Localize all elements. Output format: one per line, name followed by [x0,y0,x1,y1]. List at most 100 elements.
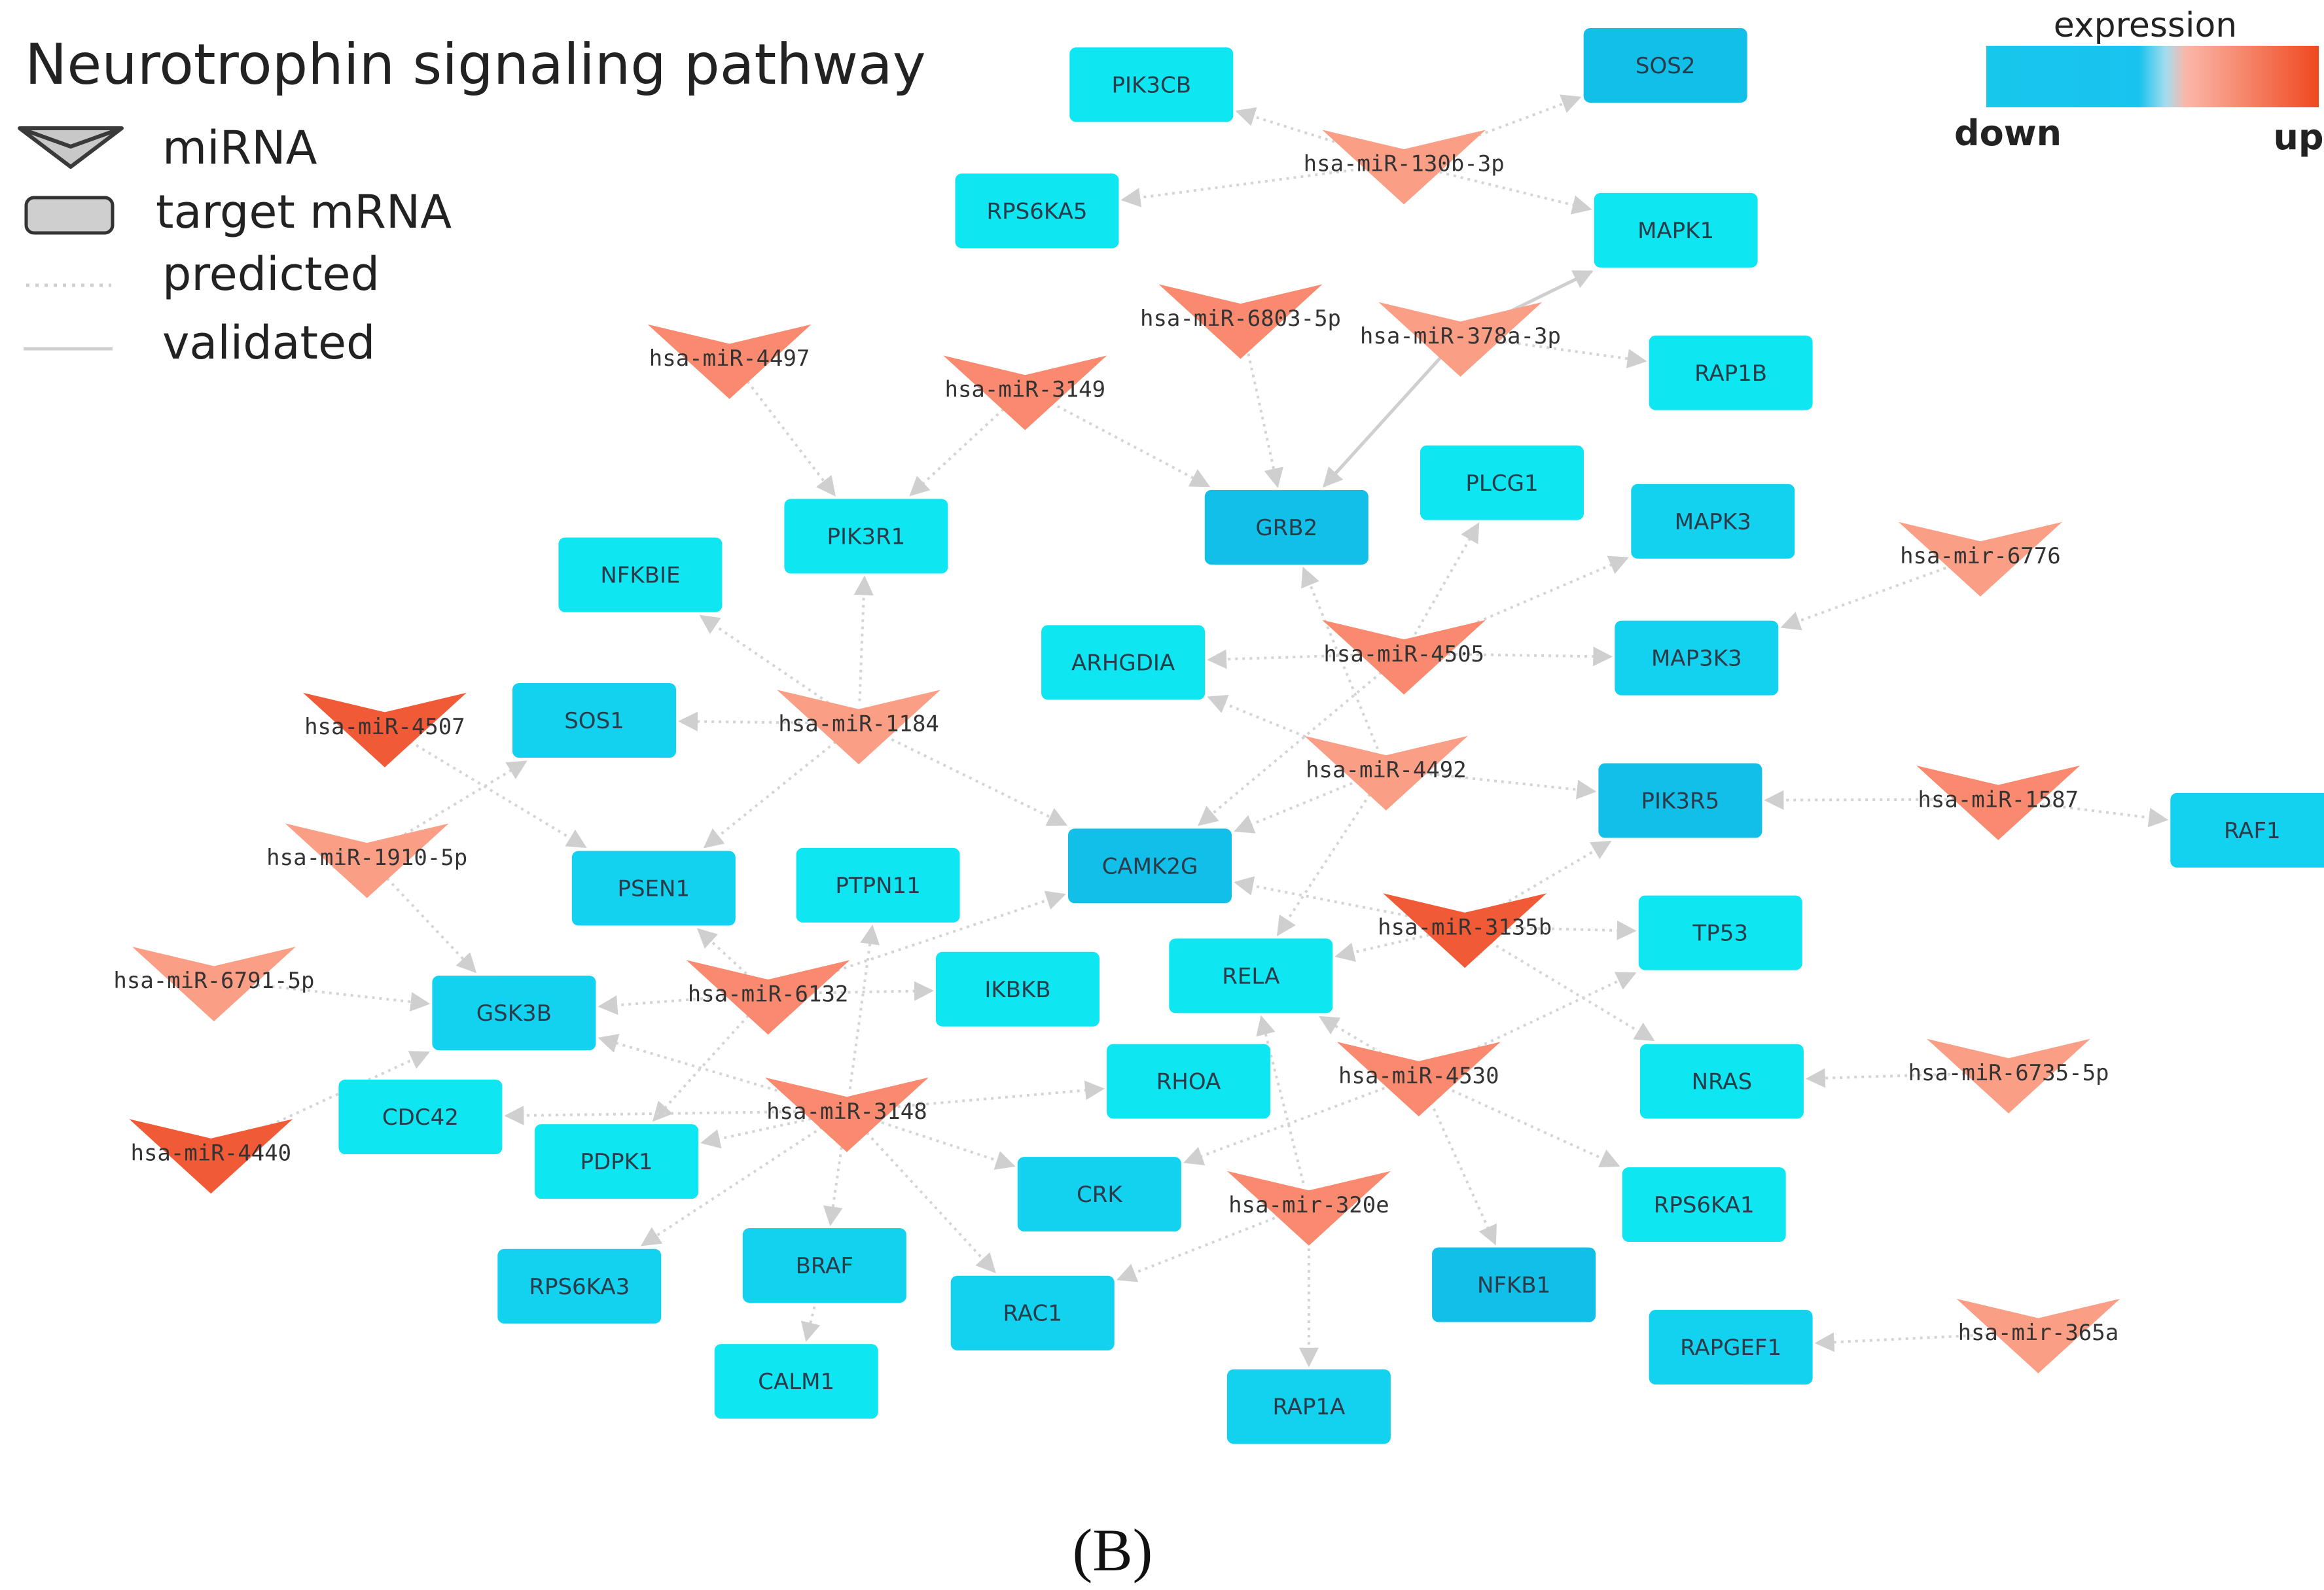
edge-miR4497-PIK3R1 [742,374,836,497]
mrna-node-crk[interactable]: CRK [1017,1157,1181,1232]
mrna-node-camk2g[interactable]: CAMK2G [1068,828,1232,904]
expression-gradient-bar [1986,46,2319,107]
edge-miR4492-PIK3R5 [1408,770,1597,800]
mrna-node-rapgef1[interactable]: RAPGEF1 [1649,1309,1813,1385]
mirna-node-mir3148[interactable]: hsa-miR-3148 [764,1077,929,1152]
mrna-node-sos2[interactable]: SOS2 [1583,27,1747,103]
edge-miR4492-RELA [1276,787,1375,936]
mrna-node-braf[interactable]: BRAF [742,1228,906,1303]
mrna-node-rac1[interactable]: RAC1 [950,1275,1115,1351]
mrna-label: PIK3CB [1112,72,1192,98]
mirna-chevron-icon [1898,521,2062,597]
mrna-label: CAMK2G [1102,853,1198,879]
mrna-box [1068,828,1232,904]
mirna-node-mir6132[interactable]: hsa-miR-6132 [686,960,850,1035]
mrna-label: TP53 [1692,921,1748,947]
mrna-label: PSEN1 [617,876,690,902]
mrna-box [1638,895,1802,970]
mirna-node-mir4497[interactable]: hsa-miR-4497 [647,324,812,399]
mirna-node-mir6776[interactable]: hsa-mir-6776 [1898,521,2062,597]
mirna-node-mir320e[interactable]: hsa-mir-320e [1226,1171,1391,1246]
mirna-label: hsa-miR-6803-5p [1140,306,1341,332]
mrna-box [1639,1044,1804,1119]
mrna-box [1041,625,1206,700]
mirna-node-mir1910[interactable]: hsa-miR-1910-5p [266,823,467,898]
mrna-node-rps6ka5[interactable]: RPS6KA5 [955,173,1119,249]
mrna-node-calm1[interactable]: CALM1 [714,1344,878,1419]
mirna-node-mir4507[interactable]: hsa-miR-4507 [302,692,467,768]
mrna-box [338,1080,503,1154]
mrna-node-rps6ka3[interactable]: RPS6KA3 [497,1248,662,1324]
legend-validated-label: validated [162,316,376,370]
edge-miR6803-GRB2 [1243,339,1283,488]
mirna-node-mir4492[interactable]: hsa-miR-4492 [1304,735,1468,811]
edge-miR6735-NRAS [1805,1068,1987,1088]
mrna-node-pik3r5[interactable]: PIK3R5 [1598,763,1762,838]
edge-miR3148-RPS6KA3 [640,1122,829,1246]
mirna-node-mir4505[interactable]: hsa-miR-4505 [1322,620,1486,695]
mrna-node-sos1[interactable]: SOS1 [512,683,676,758]
panel-label: (B) [1073,1517,1153,1583]
mrna-node-cdc42[interactable]: CDC42 [338,1080,503,1154]
edge-miR378a-GRB2 [1322,351,1447,488]
edge-mir320e-RAC1 [1116,1211,1289,1282]
mirna-node-mir130b[interactable]: hsa-miR-130b-3p [1304,130,1505,205]
edge-miR3148-PTPN11 [848,924,880,1089]
mrna-label: RAC1 [1003,1301,1062,1327]
edge-miR4505-CAMK2G [1197,667,1388,826]
mirna-chevron-icon [1226,1171,1391,1246]
mrna-box [1622,1167,1786,1242]
mrna-label: SOS1 [564,708,624,734]
mirna-node-mir1184[interactable]: hsa-miR-1184 [777,690,941,765]
mirna-node-mir4440[interactable]: hsa-miR-4440 [129,1119,293,1194]
mrna-node-rap1a[interactable]: RAP1A [1226,1369,1391,1444]
mrna-node-plcg1[interactable]: PLCG1 [1420,445,1584,520]
mrna-label: ARHGDIA [1071,650,1175,676]
mirna-chevron-icon [1916,766,2081,840]
mrna-node-rhoa[interactable]: RHOA [1107,1044,1270,1119]
mirna-label: hsa-miR-4505 [1323,641,1484,667]
mrna-node-ptpn11[interactable]: PTPN11 [796,847,960,923]
mirna-node-mir6791[interactable]: hsa-miR-6791-5p [113,946,314,1021]
mrna-label: RHOA [1156,1069,1221,1095]
mrna-node-gsk3b[interactable]: GSK3B [432,976,596,1051]
mrna-node-nras[interactable]: NRAS [1639,1044,1804,1119]
mrna-box [1615,620,1779,696]
mirna-node-mir6735[interactable]: hsa-miR-6735-5p [1908,1038,2109,1114]
edge-miR3148-CDC42 [504,1105,825,1125]
mrna-label: SOS2 [1636,53,1696,79]
mirna-node-mir4530[interactable]: hsa-miR-4530 [1336,1042,1501,1117]
mrna-node-grb2[interactable]: GRB2 [1204,489,1368,565]
mrna-node-raf1[interactable]: RAF1 [2170,792,2324,868]
mrna-node-psen1[interactable]: PSEN1 [571,851,736,926]
mrna-node-pik3cb[interactable]: PIK3CB [1069,47,1234,122]
legend-mirna-label: miRNA [162,121,317,175]
mrna-node-arhgdia[interactable]: ARHGDIA [1041,625,1206,700]
mrna-node-nfkb1[interactable]: NFKB1 [1432,1247,1596,1322]
edge-miR3148-RHOA [868,1080,1105,1110]
mirna-node-mir3149[interactable]: hsa-miR-3149 [943,355,1107,431]
mrna-node-ikbkb[interactable]: IKBKB [936,951,1099,1027]
mrna-node-pik3r1[interactable]: PIK3R1 [784,499,948,574]
mrna-node-mapk1[interactable]: MAPK1 [1594,192,1758,268]
mirna-node-mir3135b[interactable]: hsa-miR-3135b [1378,893,1552,968]
mirna-node-mir1587[interactable]: hsa-miR-1587 [1916,766,2081,840]
edge-miR1184-CAMK2G [878,732,1068,826]
mrna-label: IKBKB [984,977,1050,1003]
mrna-node-map3k3[interactable]: MAP3K3 [1615,620,1779,696]
mrna-node-rap1b[interactable]: RAP1B [1649,335,1813,410]
mrna-node-tp53[interactable]: TP53 [1638,895,1802,970]
mrna-node-mapk3[interactable]: MAPK3 [1631,484,1795,559]
mrna-node-pdpk1[interactable]: PDPK1 [535,1124,698,1199]
mrna-label: RPS6KA5 [987,198,1088,224]
edge-miR4505-MAP3K3 [1426,646,1613,667]
mirna-node-mir6803[interactable]: hsa-miR-6803-5p [1140,284,1341,359]
mrna-node-rela[interactable]: RELA [1169,938,1333,1014]
mirna-node-mir378a[interactable]: hsa-miR-378a-3p [1360,302,1561,377]
mrna-node-rps6ka1[interactable]: RPS6KA1 [1622,1167,1786,1242]
mrna-node-nfkbie[interactable]: NFKBIE [558,537,723,612]
mirna-node-mir365a[interactable]: hsa-mir-365a [1956,1298,2120,1373]
mrna-box [1169,938,1333,1014]
